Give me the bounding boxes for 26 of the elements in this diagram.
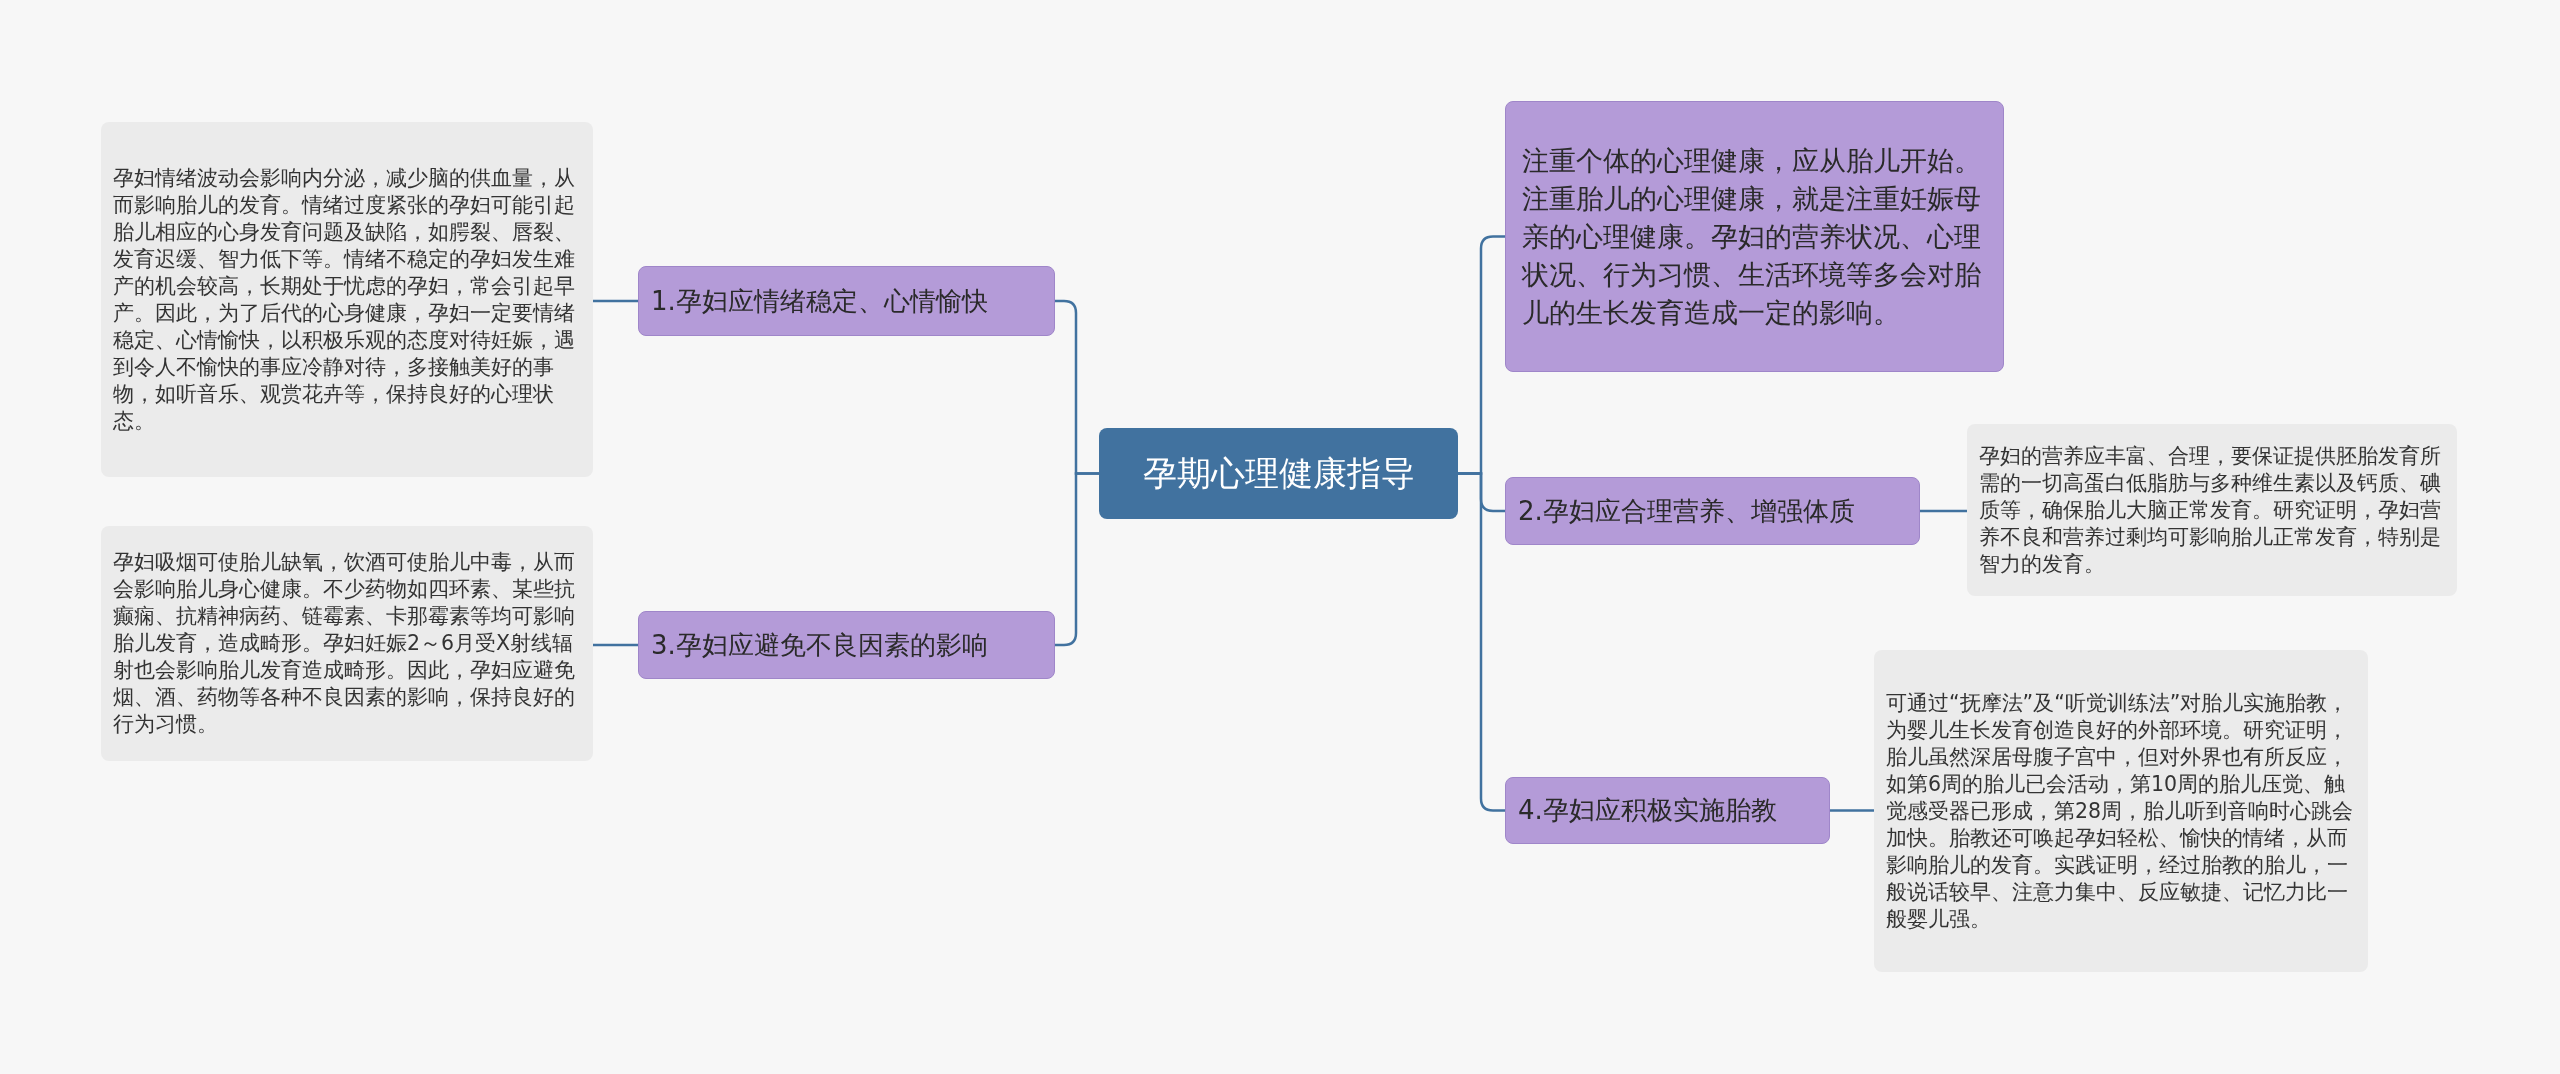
topic-box (1505, 101, 2004, 372)
connector-line (1055, 472, 1099, 647)
topic-box (1505, 477, 1920, 545)
topic-box (1505, 777, 1830, 844)
topic-label: 4.孕妇应积极实施胎教 (1518, 794, 1777, 827)
topic-label: 3.孕妇应避免不良因素的影响 (651, 628, 988, 662)
note-text: 孕妇情绪波动会影响内分泌，减少脑的供血量，从而影响胎儿的发育。情绪过度紧张的孕妇可能引起胎儿相应的心身发育问题及缺陷，如腭裂、唇裂、发育迟缓、智力低下等。情绪不稳定的孕妇发生难产的机会较高，长期处于忧虑的孕妇，常会引起早产。因此，为了后代的心身健康，孕妇一定要情绪稳定、心情愉快，以积极乐观的态度对待妊娠，遇到令人不愉快的事应冷静对待，多接触美好的事物，如听音乐、观赏花卉等，保持良好的心理状态。 (113, 164, 576, 435)
note-card (101, 526, 593, 761)
note-card (1967, 424, 2457, 596)
note-card (101, 122, 593, 477)
connector-line (593, 643, 638, 647)
topic-box (638, 266, 1055, 336)
connector-line (1830, 809, 1874, 812)
central-topic-box (1099, 428, 1458, 519)
topic-box (638, 611, 1055, 679)
topic-label: 2.孕妇应合理营养、增强体质 (1518, 494, 1855, 528)
note-text: 可通过“抚摩法”及“听觉训练法”对胎儿实施胎教，为婴儿生长发育创造良好的外部环境。研究证明，胎儿虽然深居母腹子宫中，但对外界也有所反应，如第6周的胎儿已会活动，第10周的胎儿压觉、触觉感受器已形成，第28周，胎儿听到音响时心跳会加快。胎教还可唤起孕妇轻松、愉快的情绪，从而影响胎儿的发育。实践证明，经过胎教的胎儿，一般说话较早、注意力集中、反应敏捷、记忆力比一般婴儿强。 (1886, 689, 2355, 933)
note-text: 孕妇吸烟可使胎儿缺氧，饮酒可使胎儿中毒，从而会影响胎儿身心健康。不少药物如四环素、某些抗癫痫、抗精神病药、链霉素、卡那霉素等均可影响胎儿发育，造成畸形。孕妇妊娠2～6月受X射线辐射也会影响胎儿发育造成畸形。因此，孕妇应避免烟、酒、药物等各种不良因素的影响，保持良好的行为习惯。 (113, 549, 576, 738)
note-card (1874, 650, 2368, 972)
connector-line (1458, 472, 1505, 812)
topic-label: 孕期心理健康指导 (1142, 452, 1415, 495)
note-text: 孕妇的营养应丰富、合理，要保证提供胚胎发育所需的一切高蛋白低脂肪与多种维生素以及钙质、碘质等，确保胎儿大脑正常发育。研究证明，孕妇营养不良和营养过剩均可影响胎儿正常发育，特别是智力的发育。 (1979, 442, 2442, 578)
connector-line (1920, 509, 1967, 513)
topic-label: 注重个体的心理健康，应从胎儿开始。注重胎儿的心理健康，就是注重妊娠母亲的心理健康。孕妇的营养状况、心理状况、行为习惯、生活环境等多会对胎儿的生长发育造成一定的影响。 (1522, 143, 1982, 330)
connector-line (593, 299, 638, 303)
topic-label: 1.孕妇应情绪稳定、心情愉快 (651, 284, 988, 318)
